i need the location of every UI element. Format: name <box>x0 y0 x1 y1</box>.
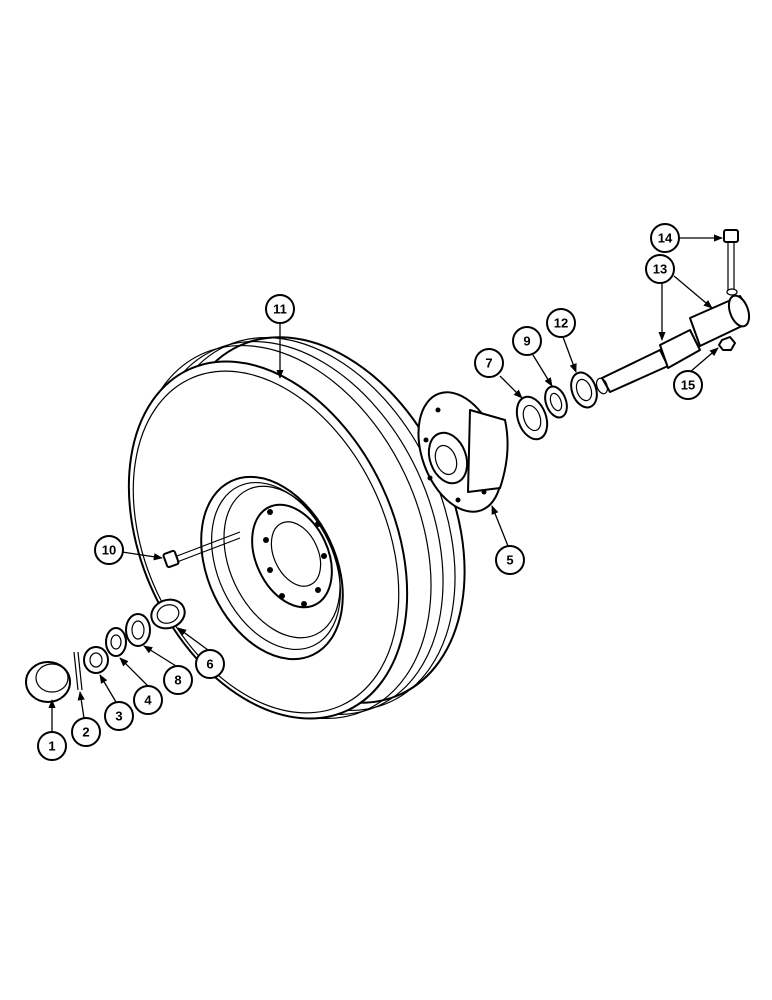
seal <box>570 371 598 409</box>
wheel-bolt <box>162 531 241 569</box>
callout-2: 2 <box>71 717 101 747</box>
callout-5-label: 5 <box>506 553 513 568</box>
bearing-cup-inner <box>515 395 549 441</box>
callout-9: 9 <box>512 326 542 356</box>
callout-5: 5 <box>495 545 525 575</box>
callout-2-label: 2 <box>82 725 89 740</box>
callout-12: 12 <box>546 308 576 338</box>
hub-cap <box>25 661 71 703</box>
callout-8: 8 <box>163 665 193 695</box>
rim-bolt-holes <box>263 509 327 607</box>
callout-9-label: 9 <box>523 334 530 349</box>
callout-4-label: 4 <box>144 693 152 708</box>
washer <box>105 627 127 657</box>
callout-6-label: 6 <box>206 657 213 672</box>
callout-6: 6 <box>195 649 225 679</box>
bearing-cone-outer <box>125 613 151 647</box>
spindle <box>595 288 751 395</box>
callout-3-label: 3 <box>115 709 122 724</box>
hub-stud-holes <box>423 407 487 503</box>
callout-8-label: 8 <box>174 673 181 688</box>
tire-assembly <box>127 336 466 720</box>
bearing-cup-outer <box>150 598 186 630</box>
callout-10-label: 10 <box>102 543 116 558</box>
callout-14: 14 <box>650 223 680 253</box>
spindle-bolt <box>723 229 739 290</box>
callout-3: 3 <box>104 701 134 731</box>
spindle-nut <box>718 336 736 351</box>
callout-1-label: 1 <box>48 739 55 754</box>
callout-7: 7 <box>474 348 504 378</box>
callout-15: 15 <box>673 370 703 400</box>
castle-nut <box>83 646 109 674</box>
callout-11: 11 <box>265 294 295 324</box>
callout-10: 10 <box>94 535 124 565</box>
callout-13-label: 13 <box>653 262 667 277</box>
callout-12-label: 12 <box>554 316 568 331</box>
cotter-pin <box>73 651 83 691</box>
callout-7-label: 7 <box>485 356 492 371</box>
callout-4: 4 <box>133 685 163 715</box>
leader-lines <box>48 234 723 732</box>
callout-14-label: 14 <box>658 231 673 246</box>
callout-15-label: 15 <box>681 378 695 393</box>
callout-13: 13 <box>645 254 675 284</box>
callout-11-label: 11 <box>273 302 287 317</box>
hub <box>417 391 509 513</box>
bearing-cone-inner <box>544 385 568 419</box>
callout-1: 1 <box>37 731 67 761</box>
